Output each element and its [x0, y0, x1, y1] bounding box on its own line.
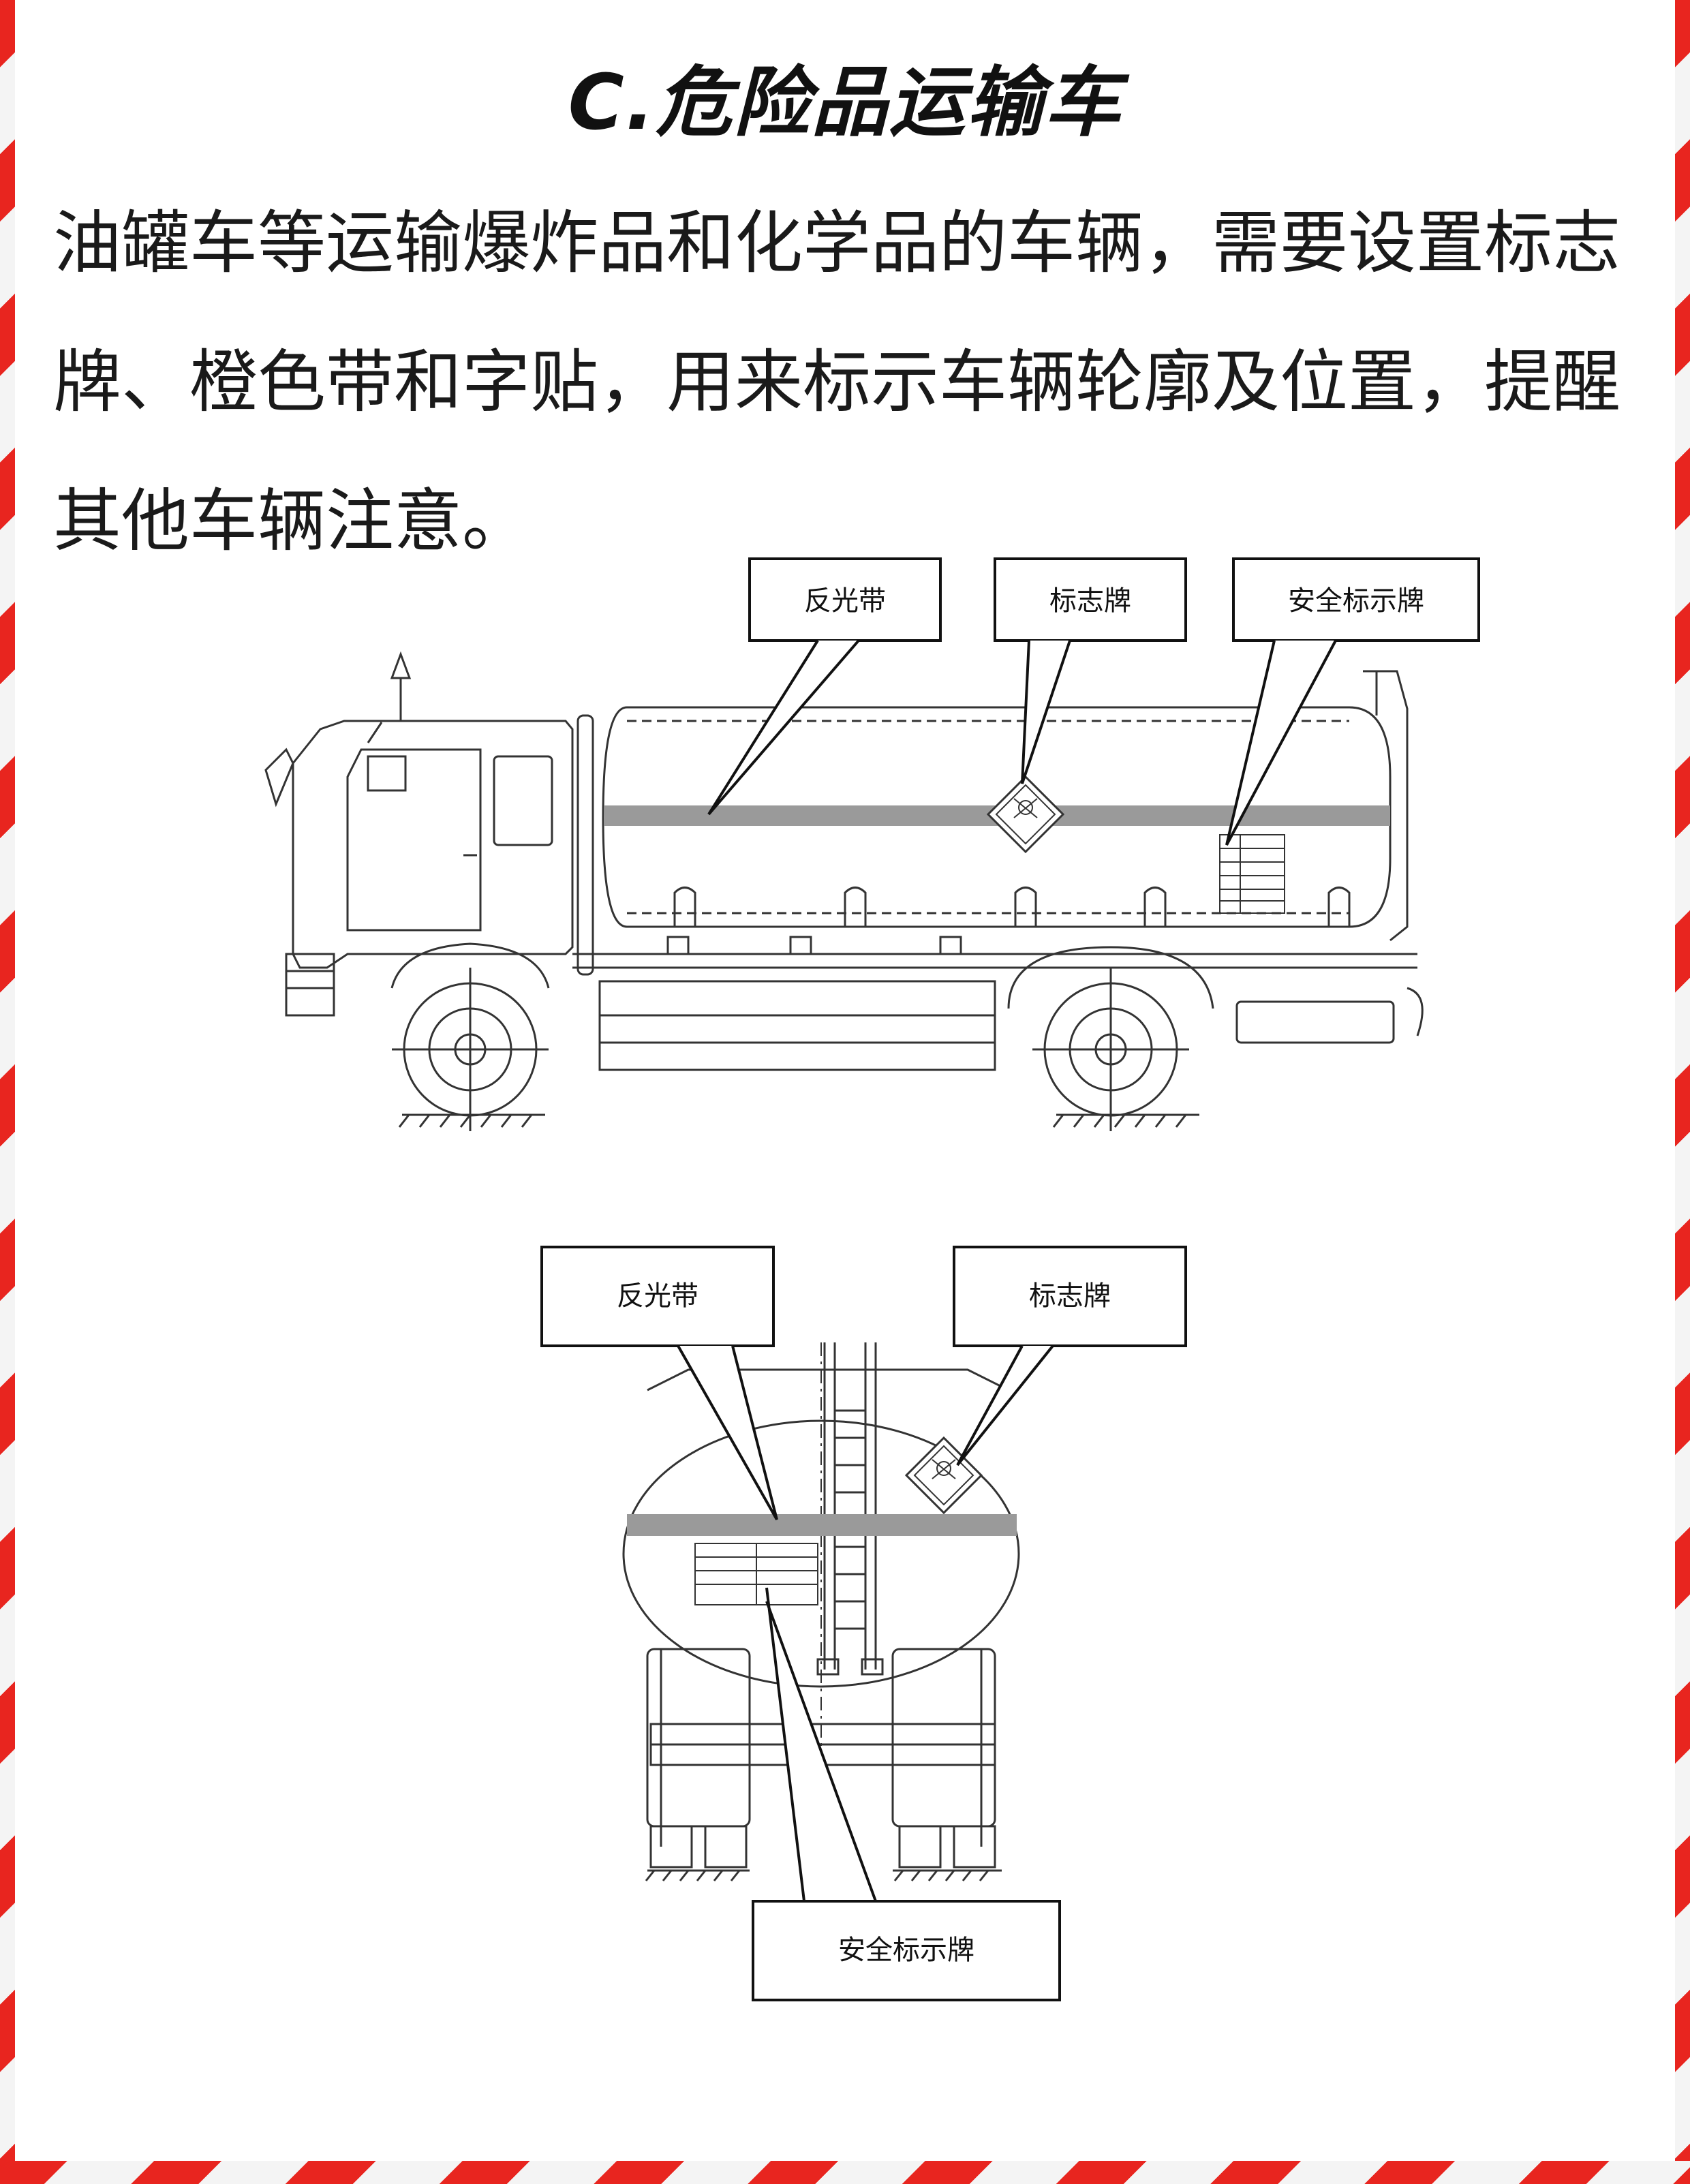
callout-sign-board: 标志牌: [994, 557, 1187, 784]
rear-wheel: [1032, 968, 1189, 1131]
border-right-stripes: [1675, 0, 1690, 2184]
callout-reflective-strip: 反光带: [540, 1246, 778, 1520]
reflective-stripe: [627, 1514, 1017, 1536]
callout-reflective-strip: 反光带: [707, 557, 942, 816]
border-left-stripes: [0, 0, 15, 2184]
safety-placard-panel: [1219, 834, 1285, 914]
side-guard: [598, 980, 996, 1071]
tank-body: [602, 706, 1392, 928]
rear-chassis: [660, 1649, 983, 1847]
label-sign-board: 标志牌: [1029, 1280, 1111, 1312]
label-sign-board: 标志牌: [1049, 585, 1131, 617]
mirror: [264, 748, 294, 808]
label-reflective-strip: 反光带: [617, 1280, 698, 1312]
ground-front: [398, 1113, 545, 1128]
callout-sign-board: 标志牌: [953, 1246, 1187, 1466]
label-reflective-strip: 反光带: [804, 585, 886, 617]
cab-side-window: [493, 755, 553, 846]
page-title: C.危险品运输车: [568, 59, 1122, 147]
front-wheel: [392, 968, 549, 1131]
tanker-side-view: 反光带 标志牌 安全标示牌: [264, 557, 1480, 1131]
tank-handrail-posts: [673, 887, 1351, 927]
tanker-rear-view: 反光带 标志牌 安全标示牌: [540, 1246, 1187, 2001]
truck-cab: [292, 720, 574, 969]
cab-door: [346, 748, 482, 932]
label-safety-placard: 安全标示牌: [1288, 585, 1424, 617]
tank-rear-ellipse: [622, 1419, 1020, 1688]
hazard-diamond-sign: [986, 775, 1065, 854]
callout-safety-placard: 安全标示牌: [1225, 557, 1480, 846]
ground-rear: [1052, 1113, 1199, 1128]
label-safety-placard: 安全标示牌: [838, 1935, 974, 1966]
rear-ladder: [1363, 670, 1409, 942]
safety-placard-panel: [694, 1543, 818, 1605]
intro-paragraph: 油罐车等运输爆炸品和化学品的车辆，需要设置标志牌、橙色带和字贴，用来标示车辆轮廓…: [53, 203, 1620, 561]
rear-ladder: [816, 1342, 884, 1676]
callout-safety-placard: 安全标示牌: [752, 1587, 1061, 2001]
border-bottom-stripes: [0, 2161, 1690, 2184]
